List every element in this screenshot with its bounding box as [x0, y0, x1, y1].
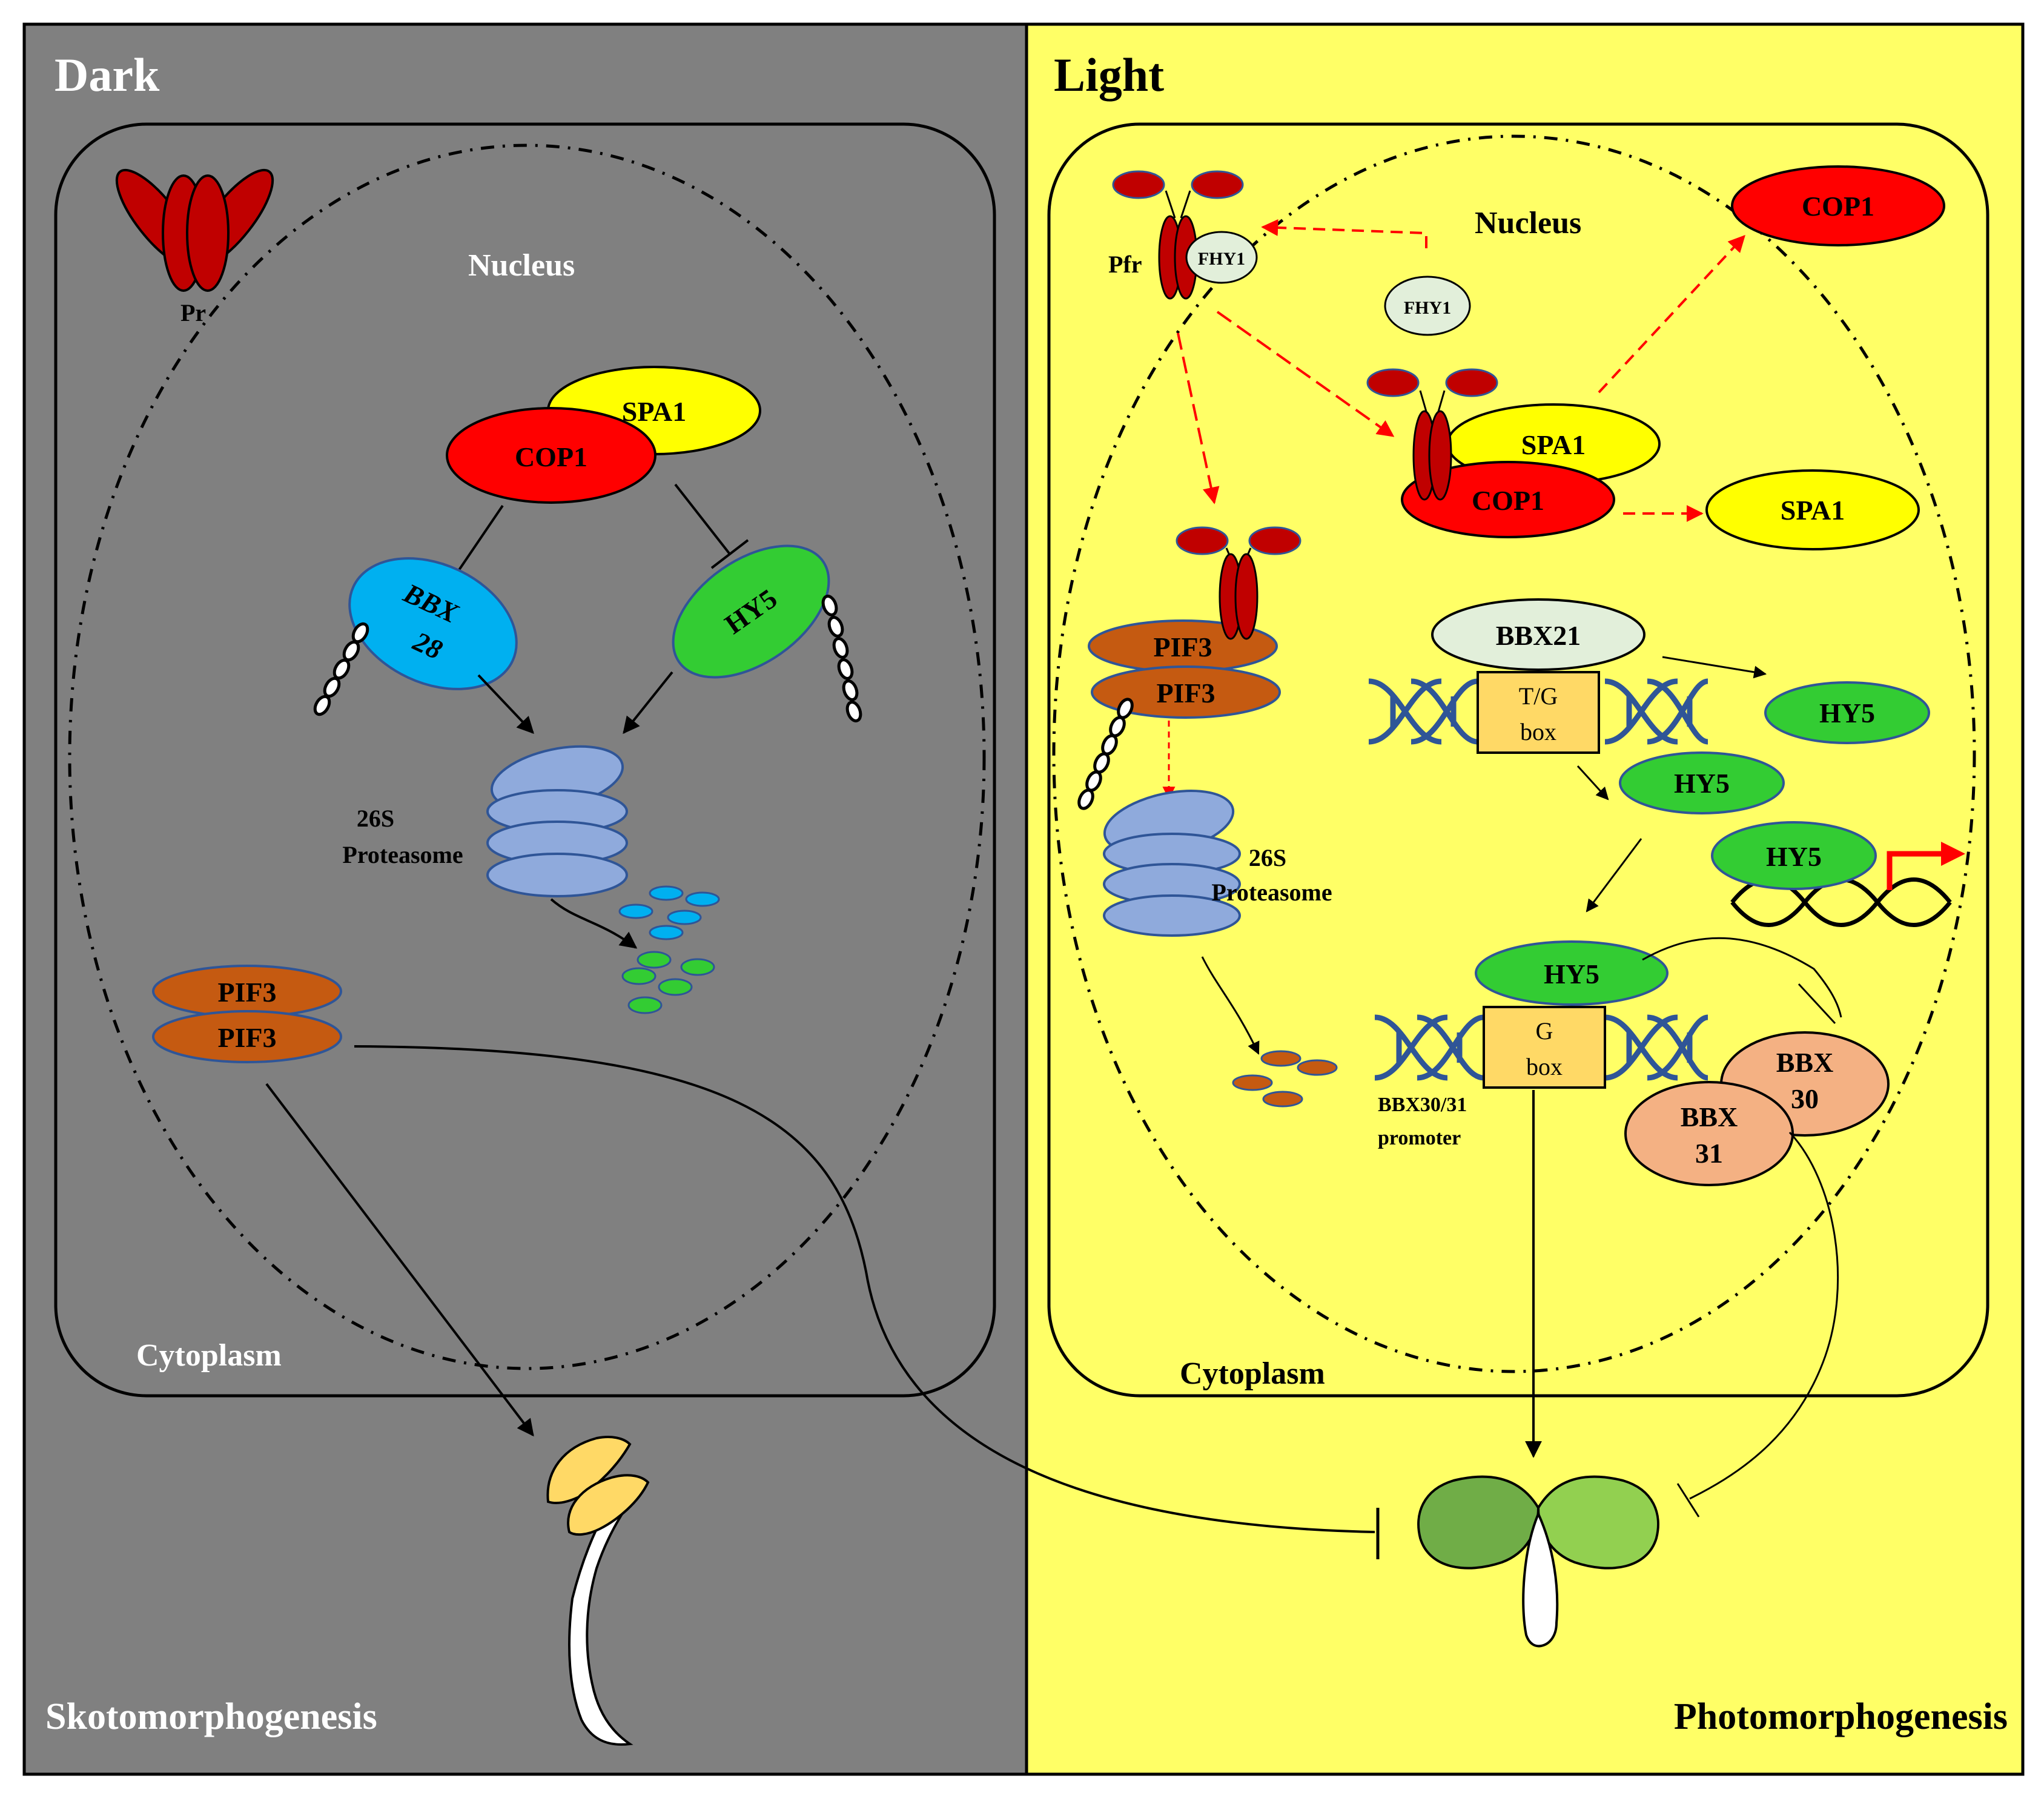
tg-box — [1477, 671, 1600, 754]
light-nucleus-envelope — [1052, 134, 1976, 1373]
light-pif3-bottom — [1091, 665, 1281, 719]
bbx31-label-line2: 31 — [1695, 1138, 1723, 1169]
g-box — [1483, 1006, 1606, 1089]
proteasome-icon — [486, 745, 628, 897]
bbx21-label: BBX21 — [1496, 620, 1581, 651]
light-hy5-b — [1619, 751, 1785, 814]
proteasome-icon — [1103, 789, 1241, 937]
light-hy5-c-label: HY5 — [1766, 841, 1822, 872]
degraded-peptides — [1232, 1050, 1338, 1108]
dark-outcome-label: Skotomorphogenesis — [45, 1696, 377, 1737]
fhy1-bound-label: FHY1 — [1198, 249, 1245, 269]
bbx30-label-line1: BBX — [1776, 1047, 1834, 1078]
g-box-label-line1: G — [1536, 1017, 1553, 1045]
light-hy5-d-label: HY5 — [1544, 959, 1599, 989]
light-pif3-bottom-label: PIF3 — [1156, 678, 1215, 708]
dark-cop1 — [446, 407, 657, 504]
bbx30-label-line2: 30 — [1791, 1083, 1819, 1114]
tg-box-label-line1: T/G — [1519, 682, 1558, 710]
dna-helix-icon — [1374, 1014, 1708, 1081]
etiolated-seedling-icon — [546, 1436, 650, 1746]
pfr-bound-to-pif3 — [1219, 553, 1258, 640]
g-box-label-line2: box — [1526, 1053, 1563, 1080]
bbx31-label-line1: BBX — [1681, 1101, 1738, 1132]
tg-box-label-line2: box — [1520, 718, 1556, 745]
bbx28 — [348, 557, 518, 690]
light-spa1-complex-label: SPA1 — [1521, 429, 1586, 460]
light-cop1-free — [1731, 165, 1945, 246]
light-hy5-a — [1764, 681, 1930, 744]
light-hy5-c — [1711, 821, 1877, 890]
light-hy5-b-label: HY5 — [1674, 768, 1730, 799]
dark-spa1-label: SPA1 — [622, 396, 687, 427]
light-panel-title: Light — [1054, 48, 1164, 101]
light-cytoplasm-label: Cytoplasm — [1180, 1356, 1325, 1391]
dark-cop1-label: COP1 — [515, 441, 587, 472]
phytochrome-dimer-icon — [115, 168, 274, 292]
pfr-label: Pfr — [1108, 251, 1142, 278]
promoter-label-line2: promoter — [1378, 1127, 1461, 1149]
light-proteasome-label-line2: Proteasome — [1211, 879, 1332, 906]
pr-label: Pr — [180, 299, 206, 326]
light-hy5-a-label: HY5 — [1819, 698, 1875, 728]
bbx31 — [1624, 1081, 1794, 1186]
light-cop1-complex-label: COP1 — [1472, 485, 1544, 516]
dark-proteasome-label-line2: Proteasome — [342, 841, 463, 868]
light-proteasome-label-line1: 26S — [1249, 844, 1286, 871]
transcription-start-arrow-icon — [1887, 851, 1950, 890]
dark-nucleus-envelope — [68, 144, 986, 1370]
dark-pif3-bottom — [152, 1010, 342, 1063]
dark-hy5 — [672, 544, 830, 679]
fhy1-free — [1384, 276, 1471, 336]
dark-pif3-top-label: PIF3 — [217, 977, 276, 1008]
light-cell-membrane — [1047, 122, 1989, 1398]
light-outcome-label: Photomorphogenesis — [1674, 1696, 2008, 1737]
dark-panel — [22, 22, 1028, 1776]
fhy1-bound — [1185, 231, 1258, 284]
light-cop1-free-label: COP1 — [1802, 191, 1874, 222]
light-spa1-free — [1705, 469, 1920, 550]
light-cop1-complex — [1401, 461, 1615, 538]
light-pif3-top-label: PIF3 — [1153, 632, 1212, 662]
light-nucleus-label: Nucleus — [1475, 206, 1581, 240]
promoter-label-line1: BBX30/31 — [1378, 1094, 1467, 1116]
light-hy5-d — [1475, 940, 1669, 1006]
dark-proteasome-label-line1: 26S — [357, 805, 394, 832]
dna-helix-icon — [1368, 678, 1708, 745]
light-spa1-free-label: SPA1 — [1781, 495, 1845, 526]
phytochrome-dimer-icon — [1366, 368, 1498, 501]
fhy1-free-label: FHY1 — [1404, 298, 1451, 318]
de-etiolated-seedling-icon — [1417, 1475, 1659, 1648]
dark-cell-membrane — [54, 122, 996, 1398]
dark-pif3-bottom-label: PIF3 — [217, 1022, 276, 1053]
dark-panel-title: Dark — [55, 48, 160, 101]
degraded-peptides — [618, 885, 720, 1014]
bbx21 — [1431, 598, 1645, 671]
dark-cytoplasm-label: Cytoplasm — [136, 1338, 282, 1373]
dark-nucleus-label: Nucleus — [468, 248, 575, 283]
